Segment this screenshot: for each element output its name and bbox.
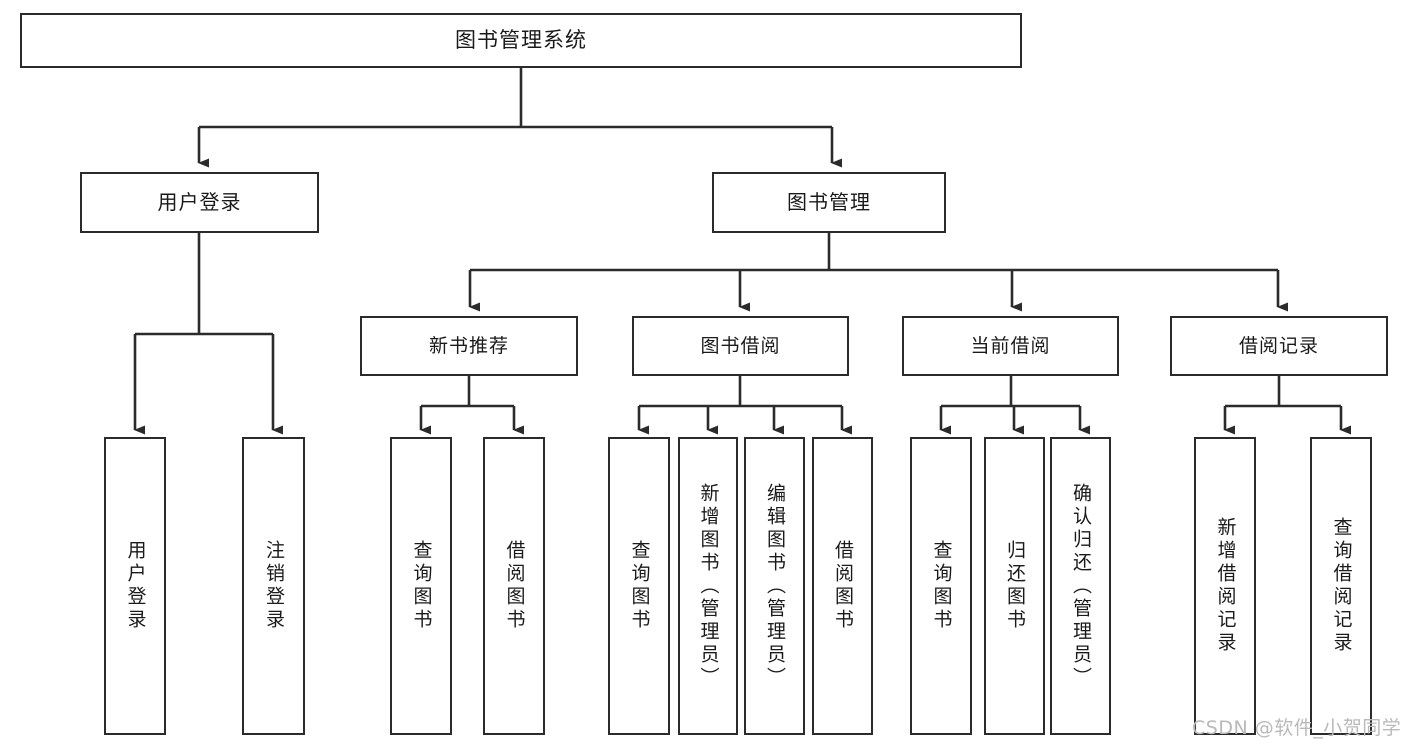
node-book-borrow[interactable]: 图书借阅 (632, 316, 849, 376)
node-leaf-logout[interactable]: 注销登录 (242, 437, 305, 735)
node-leaf-user-login[interactable]: 用户登录 (104, 437, 166, 735)
node-new-book-recommend-label: 新书推荐 (428, 334, 509, 357)
node-leaf-query-book-1[interactable]: 查询图书 (390, 437, 452, 735)
node-leaf-query-record[interactable]: 查询借阅记录 (1310, 437, 1372, 735)
node-leaf-query-record-label: 查询借阅记录 (1330, 517, 1353, 655)
node-current-borrow-label: 当前借阅 (970, 334, 1051, 357)
node-leaf-query-book-1-label: 查询图书 (410, 540, 433, 632)
node-root[interactable]: 图书管理系统 (20, 13, 1022, 68)
node-leaf-query-book-2-label: 查询图书 (628, 540, 651, 632)
node-book-management[interactable]: 图书管理 (712, 172, 946, 233)
node-current-borrow[interactable]: 当前借阅 (902, 316, 1119, 376)
node-user-login-label: 用户登录 (157, 189, 242, 214)
node-leaf-borrow-book-1-label: 借阅图书 (503, 540, 526, 632)
node-leaf-edit-book-label: 编辑图书（管理员） (764, 482, 786, 690)
csdn-watermark: CSDN @软件_小贺同学 (1192, 717, 1402, 739)
node-leaf-logout-label: 注销登录 (263, 540, 285, 632)
node-leaf-user-login-label: 用户登录 (124, 540, 147, 632)
node-book-borrow-label: 图书借阅 (700, 334, 781, 357)
node-new-book-recommend[interactable]: 新书推荐 (360, 316, 578, 376)
node-leaf-return-book[interactable]: 归还图书 (984, 437, 1045, 735)
node-leaf-borrow-book-1[interactable]: 借阅图书 (483, 437, 545, 735)
node-leaf-borrow-book-2-label: 借阅图书 (832, 540, 854, 632)
node-leaf-query-book-2[interactable]: 查询图书 (608, 437, 670, 735)
node-leaf-query-book-3[interactable]: 查询图书 (910, 437, 972, 735)
node-leaf-add-book-label: 新增图书（管理员） (697, 482, 720, 690)
node-leaf-confirm-return[interactable]: 确认归还（管理员） (1050, 437, 1111, 735)
node-leaf-edit-book[interactable]: 编辑图书（管理员） (744, 437, 805, 735)
node-leaf-borrow-book-2[interactable]: 借阅图书 (812, 437, 873, 735)
node-borrow-record-label: 借阅记录 (1238, 334, 1319, 357)
node-leaf-confirm-return-label: 确认归还（管理员） (1070, 482, 1092, 690)
node-book-management-label: 图书管理 (787, 189, 871, 214)
node-root-label: 图书管理系统 (455, 28, 587, 53)
node-leaf-return-book-label: 归还图书 (1004, 540, 1026, 632)
node-leaf-add-record[interactable]: 新增借阅记录 (1194, 437, 1256, 735)
node-leaf-add-record-label: 新增借阅记录 (1214, 517, 1237, 655)
node-user-login[interactable]: 用户登录 (80, 172, 319, 233)
node-leaf-add-book[interactable]: 新增图书（管理员） (678, 437, 738, 735)
node-leaf-query-book-3-label: 查询图书 (930, 540, 953, 632)
node-borrow-record[interactable]: 借阅记录 (1170, 316, 1388, 376)
